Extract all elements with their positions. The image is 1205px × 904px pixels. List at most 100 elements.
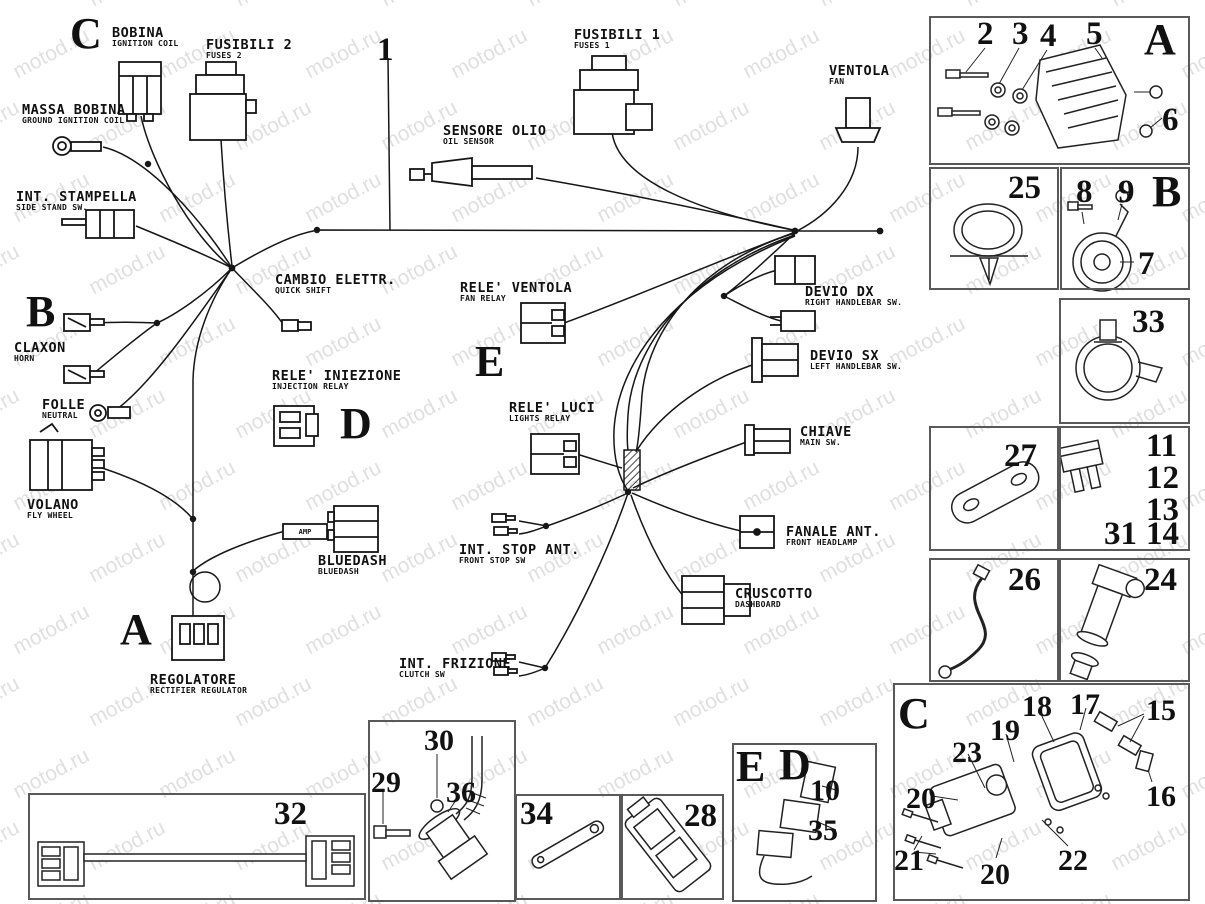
devio-sx-connector-glyph bbox=[751, 337, 799, 383]
callout-9: 9 bbox=[1118, 174, 1135, 210]
callout-25: 25 bbox=[1008, 170, 1041, 206]
label-int-stop-ant: INT. STOP ANT.FRONT STOP SW bbox=[459, 542, 580, 566]
massa-bobina-ring-glyph bbox=[52, 136, 102, 156]
rele-ventola-connector-glyph bbox=[520, 302, 566, 344]
panel-26 bbox=[929, 558, 1059, 682]
regolatore-connector-glyph bbox=[171, 615, 225, 661]
panel-c-art bbox=[901, 707, 1155, 869]
callout-3: 3 bbox=[1012, 16, 1029, 52]
callout-27: 27 bbox=[1004, 438, 1037, 474]
folle-terminal-glyph bbox=[89, 404, 131, 422]
callout-10: 10 bbox=[810, 774, 840, 807]
cambio-elettr-bullet-glyph bbox=[281, 319, 312, 332]
panel-fuses bbox=[1059, 426, 1190, 551]
callout-12: 12 bbox=[1146, 460, 1179, 496]
callout-29: 29 bbox=[371, 766, 401, 799]
panel-33 bbox=[1059, 298, 1190, 424]
panel-ed-letter-e: E bbox=[736, 742, 766, 791]
callout-19: 19 bbox=[990, 714, 1020, 747]
panel-b bbox=[1060, 167, 1190, 290]
callout-16: 16 bbox=[1146, 780, 1176, 813]
callout-34: 34 bbox=[520, 796, 553, 832]
fanale-ant-connector-glyph bbox=[739, 515, 775, 549]
bluedash-connector-glyph bbox=[327, 505, 379, 553]
bobina-connector-glyph bbox=[118, 61, 162, 122]
section-letter-d: D bbox=[340, 399, 372, 448]
panel-fuse-art bbox=[1057, 439, 1104, 493]
junction-dots bbox=[144, 160, 884, 672]
panel-b-art bbox=[1067, 189, 1134, 292]
callout-7: 7 bbox=[1138, 246, 1155, 282]
panel-ed-letter-d: D bbox=[779, 740, 811, 789]
rele-luci-connector-glyph bbox=[530, 433, 580, 475]
panel-34-art bbox=[531, 820, 605, 869]
callout-11: 11 bbox=[1146, 428, 1178, 464]
callout-4: 4 bbox=[1040, 18, 1057, 54]
panel-c bbox=[893, 683, 1190, 901]
callout-8: 8 bbox=[1076, 174, 1093, 210]
section-letter-c: C bbox=[70, 9, 102, 58]
panel-a bbox=[929, 16, 1190, 165]
callout-20a: 20 bbox=[906, 782, 936, 815]
fusibili1-connector-glyph bbox=[573, 55, 653, 135]
cruscotto-connector-glyph bbox=[681, 575, 751, 625]
callout-32: 32 bbox=[274, 796, 307, 832]
panel-25-art bbox=[950, 203, 1028, 287]
panel-a-letter: A bbox=[1144, 15, 1176, 64]
int-frizione-terminals-glyph bbox=[491, 652, 518, 676]
callout-28: 28 bbox=[684, 798, 717, 834]
amp-inline-connector-glyph bbox=[282, 523, 328, 540]
callout-6: 6 bbox=[1162, 102, 1179, 138]
panel-ed-art bbox=[756, 760, 837, 886]
label-cambio-elettr: CAMBIO ELETTR.QUICK SHIFT bbox=[275, 272, 396, 296]
volano-connector-glyph bbox=[29, 422, 105, 491]
panel-33-art bbox=[1075, 319, 1164, 401]
chiave-connector-glyph bbox=[744, 424, 791, 456]
callout-18: 18 bbox=[1022, 690, 1052, 723]
callout-24: 24 bbox=[1144, 562, 1177, 598]
panel-sensor-art bbox=[373, 736, 489, 881]
callout-36: 36 bbox=[446, 776, 476, 809]
junction-block-glyph bbox=[623, 449, 641, 491]
int-stampella-switch-glyph bbox=[61, 209, 135, 239]
panel-32 bbox=[28, 793, 366, 900]
section-letter-b: B bbox=[26, 287, 56, 336]
sensore-olio-glyph bbox=[409, 156, 533, 188]
callout-22: 22 bbox=[1058, 844, 1088, 877]
harness-wires bbox=[92, 57, 880, 677]
panel-25 bbox=[929, 167, 1059, 290]
callout-2: 2 bbox=[977, 16, 994, 52]
callout-13: 13 bbox=[1146, 492, 1179, 528]
section-letter-a: A bbox=[120, 605, 152, 654]
claxon-terminals-glyph bbox=[63, 313, 105, 384]
callout-17: 17 bbox=[1070, 688, 1100, 721]
panel-a-art bbox=[937, 44, 1163, 149]
callout-31: 31 bbox=[1104, 516, 1137, 552]
panel-27-art bbox=[950, 461, 1040, 524]
rele-iniezione-connector-glyph bbox=[273, 405, 319, 447]
callout-23: 23 bbox=[952, 736, 982, 769]
panel-ed bbox=[732, 743, 877, 902]
section-letter-e: E bbox=[475, 337, 505, 386]
fusibili2-connector-glyph bbox=[189, 61, 257, 141]
callout-35: 35 bbox=[808, 814, 838, 847]
callout-15: 15 bbox=[1146, 694, 1176, 727]
ventola-connector-glyph bbox=[834, 97, 882, 143]
callout-1: 1 bbox=[377, 32, 394, 68]
callout-26: 26 bbox=[1008, 562, 1041, 598]
